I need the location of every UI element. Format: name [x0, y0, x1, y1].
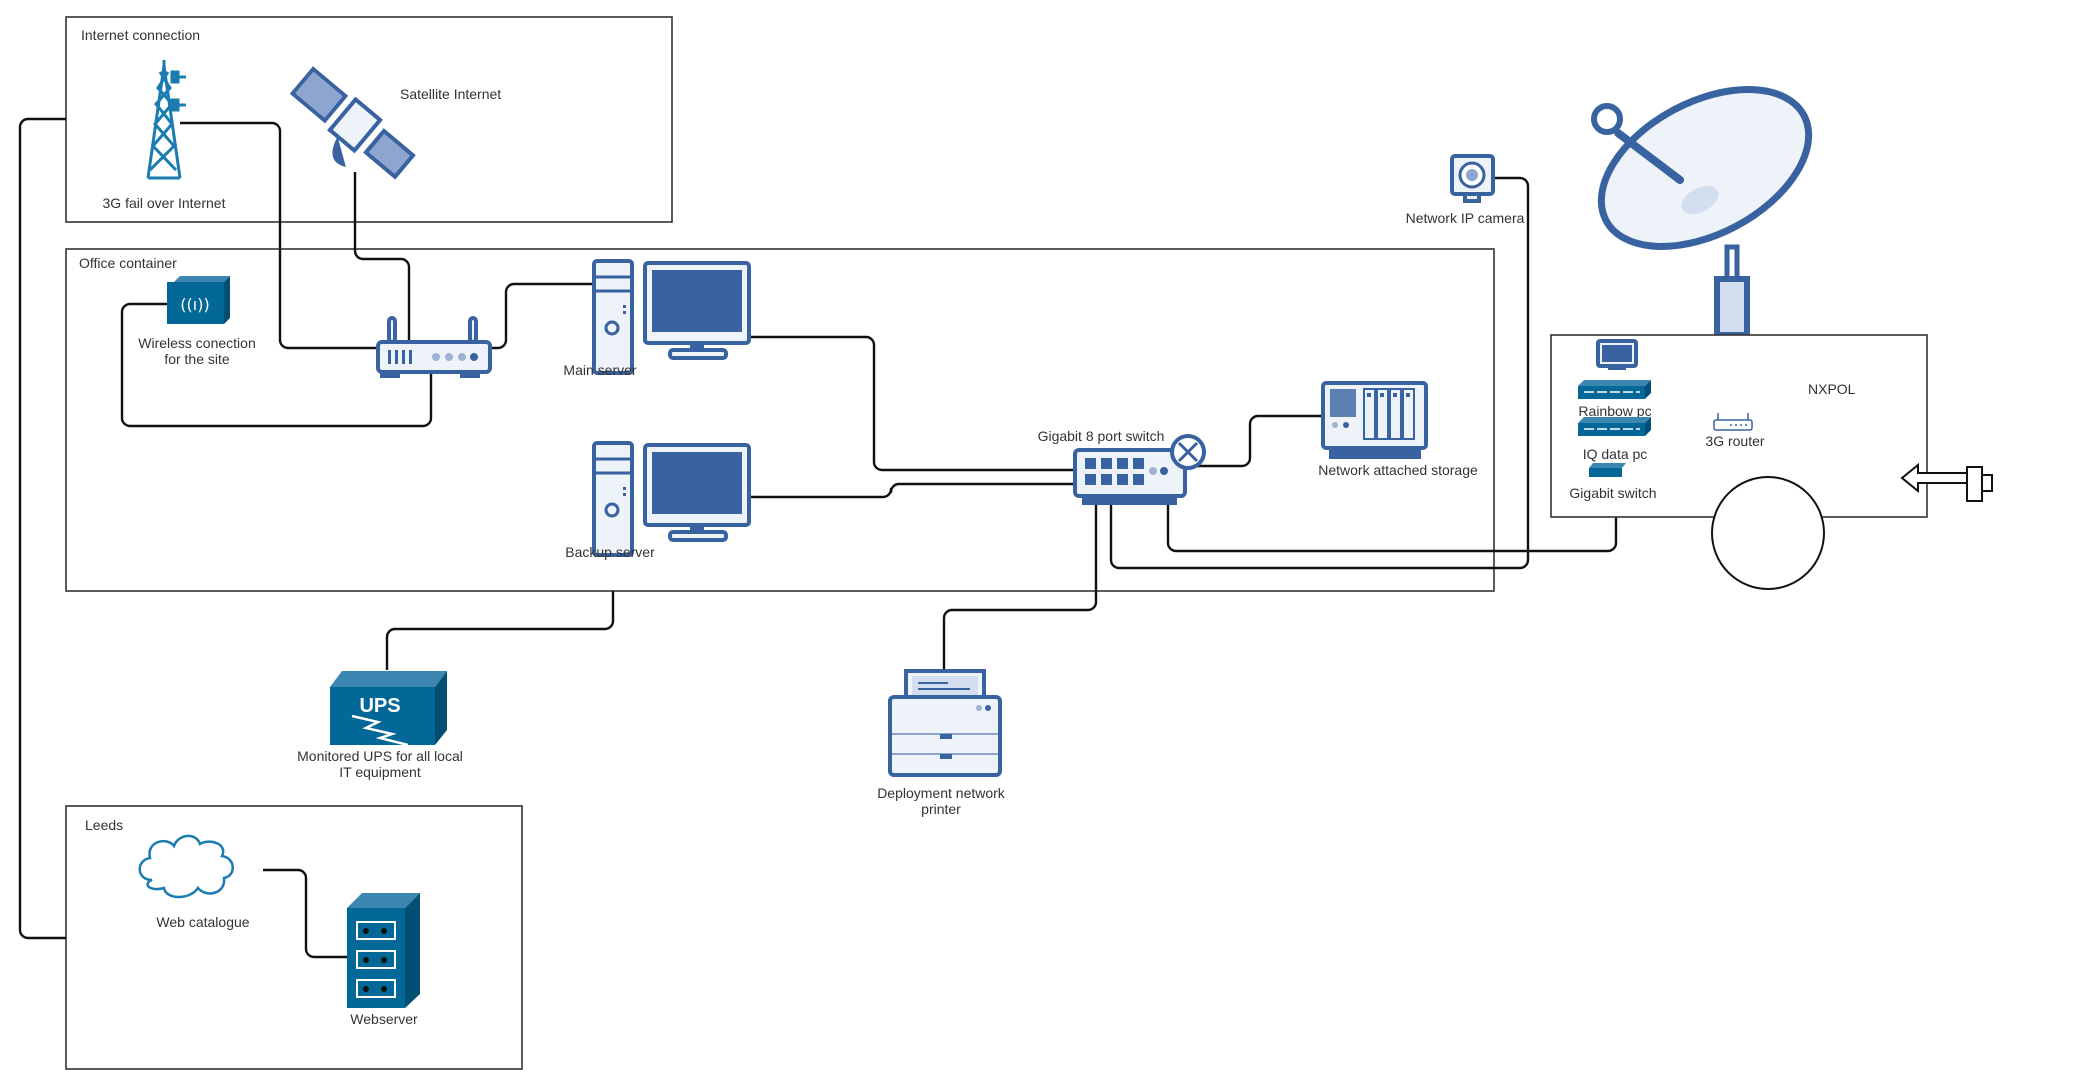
satellite-dish-icon[interactable] — [1575, 57, 1835, 338]
nxpol-gigabit-switch-icon[interactable] — [1589, 463, 1626, 477]
wireless-access-point-icon[interactable]: ((ı)) — [167, 276, 230, 324]
wire-internet-leeds[interactable] — [18, 117, 66, 940]
webserver-icon[interactable] — [347, 893, 420, 1008]
ups-icon[interactable]: UPS — [330, 671, 447, 747]
wire-cloud-webserver[interactable] — [263, 868, 372, 959]
nxpol-gigabit-switch-label: Gigabit switch — [1569, 485, 1656, 501]
main-server-icon[interactable] — [592, 259, 751, 375]
wire-switch-printer[interactable] — [942, 502, 1098, 672]
tower-label: 3G fail over Internet — [103, 195, 226, 211]
ups-label-2: IT equipment — [339, 764, 421, 780]
backup-server-icon[interactable] — [592, 441, 751, 557]
wire-mainserver-switch[interactable] — [750, 335, 1075, 472]
3g-router-label: 3G router — [1705, 433, 1764, 449]
3g-router-icon[interactable] — [1713, 413, 1753, 431]
office-container-group[interactable] — [65, 248, 1495, 592]
iq-data-pc-icon[interactable] — [1578, 417, 1651, 436]
nxpol-monitor-icon[interactable] — [1596, 339, 1638, 370]
nxpol-trailer: NXPOL Rainbow pc IQ data pc — [1550, 57, 1993, 590]
wire-tower-router[interactable] — [180, 121, 378, 350]
nas-icon[interactable] — [1321, 381, 1428, 459]
wire-router-mainserver[interactable] — [490, 282, 593, 350]
wire-switch-nas[interactable] — [1170, 414, 1322, 468]
wire-switch-nxpolswitch[interactable] — [1166, 492, 1618, 553]
cloud-icon[interactable] — [138, 834, 234, 899]
tow-hitch-tip — [1981, 474, 1993, 492]
gigabit-8-port-switch-icon[interactable] — [1073, 434, 1206, 505]
satellite-icon[interactable] — [277, 66, 417, 197]
trailer-wheel — [1711, 476, 1825, 590]
printer-label-1: Deployment network — [877, 785, 1006, 801]
wire-backupserver-switch[interactable] — [750, 482, 1075, 499]
svg-text:((ı)): ((ı)) — [180, 295, 209, 314]
rainbow-pc-icon[interactable] — [1578, 380, 1651, 399]
printer-icon[interactable] — [888, 669, 1002, 777]
wire-switch-camera[interactable] — [1109, 176, 1530, 570]
ups-label-1: Monitored UPS for all local — [297, 748, 463, 764]
nas-label: Network attached storage — [1318, 462, 1478, 478]
wireless-label-1: Wireless conection — [138, 335, 256, 351]
wire-office-ups[interactable] — [385, 591, 615, 670]
webserver-label: Webserver — [350, 1011, 418, 1027]
wire-router-wireless[interactable] — [120, 302, 433, 428]
switch-label: Gigabit 8 port switch — [1038, 428, 1165, 444]
ip-camera-icon[interactable] — [1450, 154, 1495, 203]
web-catalogue-label: Web catalogue — [156, 914, 249, 930]
rainbow-pc-label: Rainbow pc — [1578, 403, 1651, 419]
wireless-label-2: for the site — [164, 351, 230, 367]
ups-badge: UPS — [359, 695, 400, 717]
iq-data-pc-label: IQ data pc — [1583, 446, 1648, 462]
router-icon[interactable] — [376, 316, 492, 378]
printer-label-2: printer — [921, 801, 961, 817]
camera-label: Network IP camera — [1406, 210, 1525, 226]
wire-satellite-router[interactable] — [353, 172, 411, 340]
main-server-label: Main server — [563, 362, 636, 378]
nxpol-label: NXPOL — [1808, 381, 1856, 397]
satellite-label: Satellite Internet — [400, 86, 501, 102]
leeds-group[interactable] — [65, 805, 523, 1070]
leeds-group-label: Leeds — [85, 817, 123, 833]
cell-tower-icon[interactable] — [146, 60, 186, 180]
internet-group-label: Internet connection — [81, 27, 200, 43]
tow-hitch — [1966, 466, 1983, 502]
backup-server-label: Backup server — [565, 544, 655, 560]
office-group-label: Office container — [79, 255, 177, 271]
tow-arrow-icon — [1900, 462, 1967, 494]
